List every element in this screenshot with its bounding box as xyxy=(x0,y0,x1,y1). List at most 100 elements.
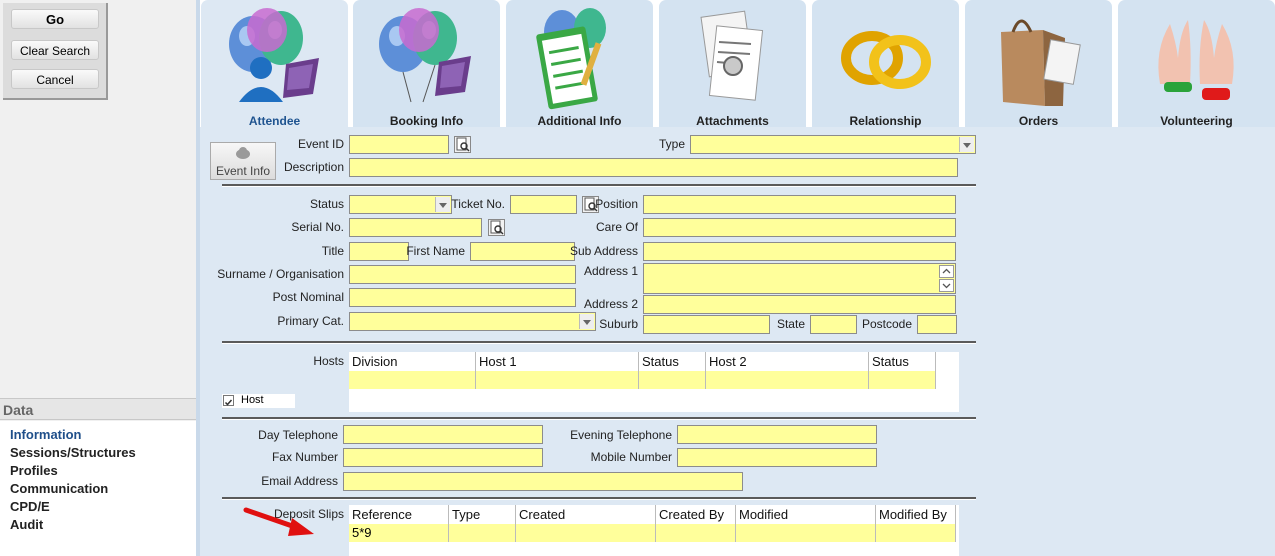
tab-attachments[interactable]: Attachments xyxy=(659,0,806,128)
lookup-icon xyxy=(456,137,470,152)
address1-field[interactable] xyxy=(643,263,956,294)
surname-organisation-field[interactable] xyxy=(349,265,576,284)
hosts-col-host2: Host 2 xyxy=(706,352,869,371)
deposit-cell[interactable] xyxy=(449,524,516,542)
section-divider xyxy=(222,184,976,187)
left-panel: Go Clear Search Cancel Data Information … xyxy=(0,0,197,556)
panel-divider xyxy=(196,0,200,556)
hosts-cell[interactable] xyxy=(349,371,476,389)
fax-number-label: Fax Number xyxy=(271,450,338,464)
first-name-field[interactable] xyxy=(470,242,575,261)
deposit-col-modified: Modified xyxy=(736,505,876,524)
deposit-reference-cell[interactable]: 5*9 xyxy=(349,524,449,542)
suburb-field[interactable] xyxy=(643,315,770,334)
day-telephone-field[interactable] xyxy=(343,425,543,444)
tab-attendee[interactable]: Attendee xyxy=(201,0,348,128)
go-button[interactable]: Go xyxy=(11,9,99,29)
data-item-cpde[interactable]: CPD/E xyxy=(10,499,50,514)
tab-additional-info[interactable]: Additional Info xyxy=(506,0,653,128)
description-field[interactable] xyxy=(349,158,958,177)
position-field[interactable] xyxy=(643,195,956,214)
chevron-down-icon xyxy=(435,197,450,212)
event-id-lookup-button[interactable] xyxy=(454,136,471,153)
tab-orders[interactable]: Orders xyxy=(965,0,1112,128)
ticket-no-field[interactable] xyxy=(510,195,577,214)
ticket-no-lookup-button[interactable] xyxy=(582,196,599,213)
tab-label: Booking Info xyxy=(389,114,464,128)
serial-no-lookup-button[interactable] xyxy=(488,219,505,236)
scroll-down-button[interactable] xyxy=(939,279,954,292)
post-nominal-label: Post Nominal xyxy=(272,290,344,304)
suburb-label: Suburb xyxy=(599,317,638,331)
clear-search-button[interactable]: Clear Search xyxy=(11,40,99,60)
data-item-profiles[interactable]: Profiles xyxy=(10,463,58,478)
event-info-label: Event Info xyxy=(215,164,271,178)
deposit-cell[interactable] xyxy=(656,524,736,542)
serial-no-field[interactable] xyxy=(349,218,482,237)
hosts-grid[interactable]: Division Host 1 Status Host 2 Status xyxy=(349,352,959,412)
scroll-up-button[interactable] xyxy=(939,265,954,278)
chevron-down-icon xyxy=(942,283,951,289)
hosts-cell[interactable] xyxy=(869,371,936,389)
event-id-field[interactable] xyxy=(349,135,449,154)
hosts-cell[interactable] xyxy=(639,371,706,389)
tab-label: Orders xyxy=(1018,114,1059,128)
deposit-cell[interactable] xyxy=(516,524,656,542)
deposit-cell[interactable] xyxy=(876,524,956,542)
cancel-button[interactable]: Cancel xyxy=(11,69,99,89)
postcode-field[interactable] xyxy=(917,315,957,334)
mobile-number-field[interactable] xyxy=(677,448,877,467)
email-address-field[interactable] xyxy=(343,472,743,491)
section-divider xyxy=(222,341,976,344)
rings-icon xyxy=(841,31,931,89)
search-button-group: Go Clear Search Cancel xyxy=(3,3,108,100)
title-field[interactable] xyxy=(349,242,409,261)
data-item-communication[interactable]: Communication xyxy=(10,481,109,496)
deposit-col-created-by: Created By xyxy=(656,505,736,524)
day-telephone-label: Day Telephone xyxy=(258,428,338,442)
tab-volunteering[interactable]: Volunteering xyxy=(1118,0,1275,128)
fax-number-field[interactable] xyxy=(343,448,543,467)
deposit-cell[interactable] xyxy=(736,524,876,542)
hosts-label: Hosts xyxy=(313,354,344,368)
primary-cat-select[interactable] xyxy=(349,312,596,331)
address2-field[interactable] xyxy=(643,295,956,314)
deposit-col-reference: Reference xyxy=(349,505,449,524)
cloud-icon xyxy=(236,147,250,159)
postcode-label: Postcode xyxy=(861,317,912,331)
attendee-balloons-icon xyxy=(229,8,319,102)
tab-booking-info[interactable]: Booking Info xyxy=(353,0,500,128)
data-item-information[interactable]: Information xyxy=(10,427,82,442)
type-select[interactable] xyxy=(690,135,976,154)
host-checkbox-container[interactable]: Host xyxy=(222,394,295,408)
deposit-slips-grid[interactable]: Reference Type Created Created By Modifi… xyxy=(349,505,959,556)
red-arrow-icon xyxy=(243,507,314,536)
hosts-cell[interactable] xyxy=(706,371,869,389)
ticket-no-label: Ticket No. xyxy=(451,197,505,211)
primary-cat-label: Primary Cat. xyxy=(277,314,344,328)
evening-telephone-field[interactable] xyxy=(677,425,877,444)
tab-label: Additional Info xyxy=(537,114,622,128)
lookup-icon xyxy=(584,197,598,212)
raised-hands-icon xyxy=(1158,20,1234,100)
data-item-audit[interactable]: Audit xyxy=(10,517,44,532)
tab-relationship[interactable]: Relationship xyxy=(812,0,959,128)
host-checkbox[interactable] xyxy=(223,395,234,406)
event-info-button[interactable]: Event Info xyxy=(210,142,276,180)
status-select[interactable] xyxy=(349,195,452,214)
care-of-field[interactable] xyxy=(643,218,956,237)
state-field[interactable] xyxy=(810,315,857,334)
deposit-col-modified-by: Modified By xyxy=(876,505,956,524)
host-checkbox-label: Host xyxy=(241,394,264,406)
section-divider xyxy=(222,417,976,420)
post-nominal-field[interactable] xyxy=(349,288,576,307)
hosts-cell[interactable] xyxy=(476,371,639,389)
mobile-number-label: Mobile Number xyxy=(590,450,672,464)
evening-telephone-label: Evening Telephone xyxy=(570,428,672,442)
data-nav-list: Information Sessions/Structures Profiles… xyxy=(0,421,196,556)
sub-address-field[interactable] xyxy=(643,242,956,261)
chevron-down-icon xyxy=(579,314,594,329)
data-item-sessions-structures[interactable]: Sessions/Structures xyxy=(10,445,136,460)
hosts-col-status1: Status xyxy=(639,352,706,371)
address2-label: Address 2 xyxy=(583,297,638,311)
